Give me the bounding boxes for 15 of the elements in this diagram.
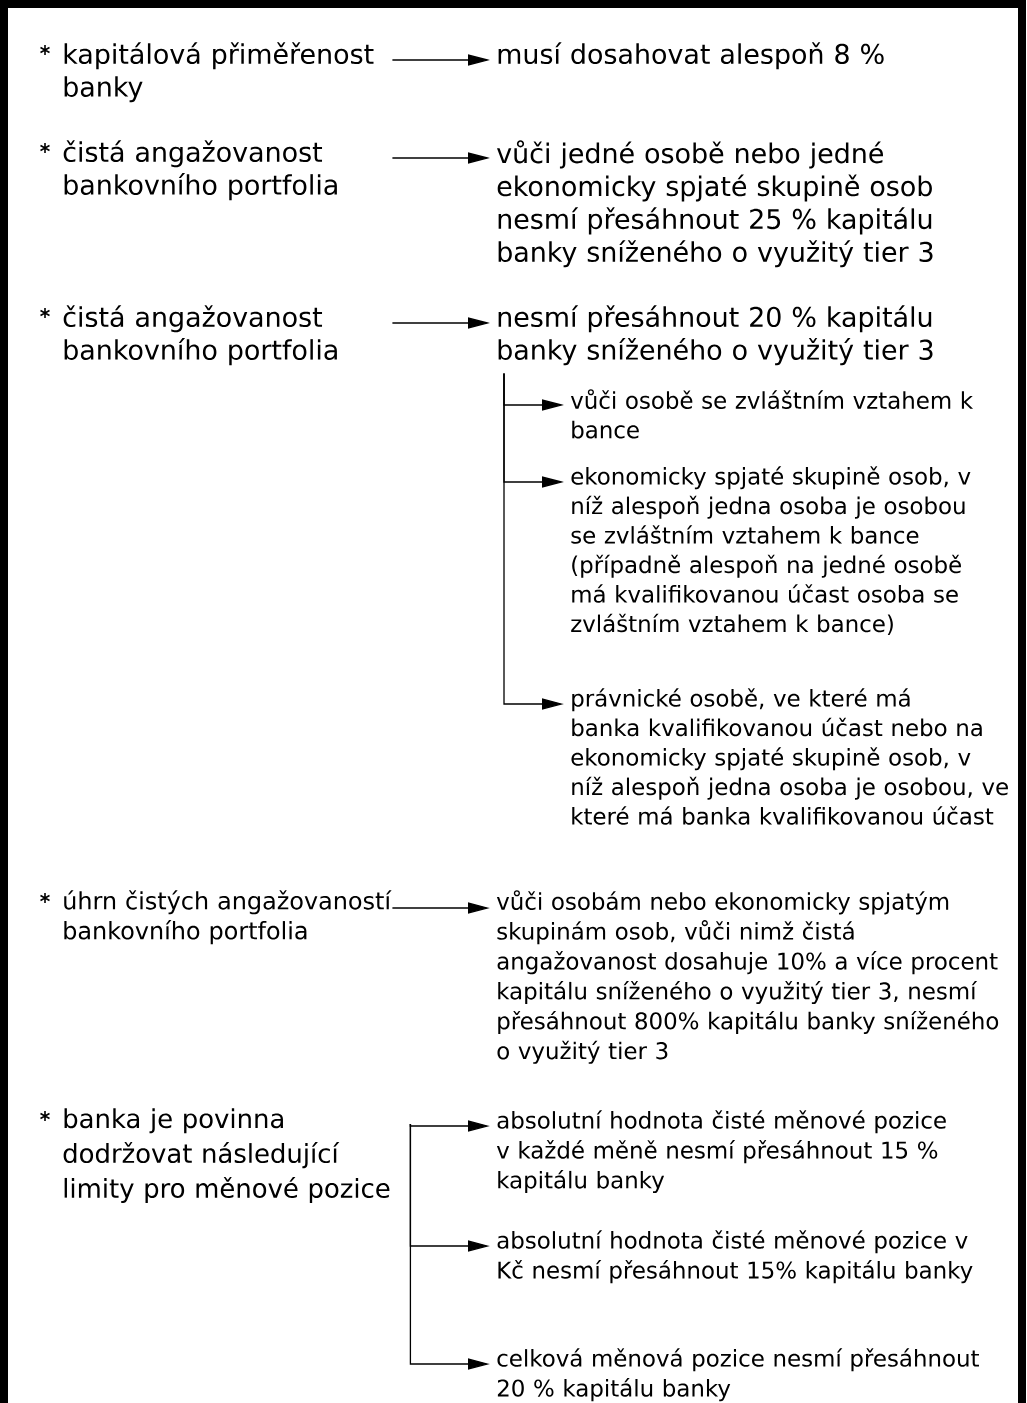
rule-text: nesmí přesáhnout 20 % kapitálu banky sníženého o využitý tier 3 (498, 305, 933, 366)
criterion-text: čistá angažovanost bankovního portfolia (63, 140, 337, 201)
rule-text: vůči osobám nebo ekonomicky spjatým skupinám osob, vůči nimž čistá angažovanost dosahuje 10% a více procent kapitálu sníženého o využitý tier 3, nesmí přesáhnout 800% kapitálu banky sníženého o využitý tier 3 (496, 890, 999, 1064)
rule-text: vůči osobě se zvláštním vztahem k bance (570, 389, 973, 439)
criterion-text: čistá angažovanost bankovního portfolia (63, 305, 337, 366)
rule-text: musí dosahovat alespoň 8 % (498, 42, 884, 70)
rule-text: ekonomicky spjaté skupině osob, v níž alespoň jedna osoba je osobou se zvláštním vztahem k bance (případně alespoň na jedné osobě má kvalifikovanou účast osoba se zvláštním vztahem k bance) (571, 466, 971, 635)
rule-text: absolutní hodnota čisté měnové pozice v každé měně nesmí přesáhnout 15 % kapitálu banky (496, 1110, 946, 1194)
rule-text: právnické osobě, ve které má banka kvalifikovanou účast nebo na ekonomicky spjaté skupině osob, v níž alespoň jedna osoba je osobou, ve které má banka kvalifikovanou účast (571, 688, 1008, 825)
rule-text: celková měnová pozice nesmí přesáhnout 20 % kapitálu banky (497, 1348, 979, 1402)
rule-text: absolutní hodnota čisté měnové pozice v Kč nesmí přesáhnout 15% kapitálu banky (497, 1230, 973, 1284)
criterion-text: úhrn čistých angažovaností bankovního portfolia (64, 890, 392, 945)
rule-text: vůči jedné osobě nebo jedné ekonomicky spjaté skupině osob nesmí přesáhnout 25 % kapitálu banky sníženého o využitý tier 3 (497, 140, 933, 268)
criterion-text: banka je povinna dodržovat následující limity pro měnové pozice (63, 1108, 390, 1203)
criterion-text: kapitálová přiměřenost banky (64, 42, 374, 103)
